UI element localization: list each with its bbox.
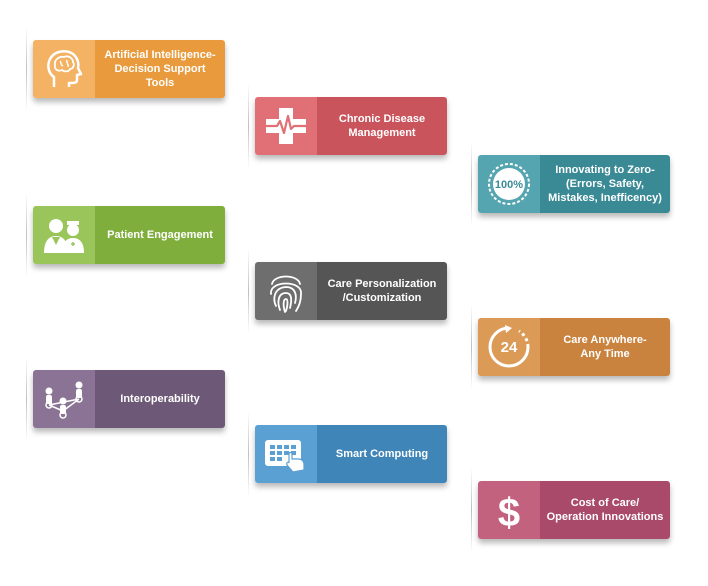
doctor-nurse-icon [44,219,84,253]
clock-text: 24 [501,339,518,356]
card-icon-box [255,425,317,483]
card-icon-box: 100% [478,155,540,213]
card-ai-decision-support: Artificial Intelligence- Decision Suppor… [26,26,231,112]
card-label: Cost of Care/ Operation Innovations [540,481,670,539]
dollar-icon: $ [498,491,520,534]
card-icon-box: 24 [478,318,540,376]
card-chronic-disease: Chronic Disease Management [248,83,453,169]
card-label: Innovating to Zero- (Errors, Safety, Mis… [540,155,670,213]
card-icon-box [255,262,317,320]
clock-24-icon: 24 [488,325,530,368]
card-label: Patient Engagement [95,206,225,264]
card-icon-box [255,97,317,155]
card-label: Care Anywhere- Any Time [540,318,670,376]
fingerprint-icon [270,275,302,313]
card-icon-box [33,370,95,428]
badge-text: 100% [495,179,523,191]
card-cost-of-care: $ Cost of Care/ Operation Innovations [471,467,676,553]
card-innovating-to-zero: 100% Innovating to Zero- (Errors, Safety… [471,141,676,227]
heartbeat-cross-icon [266,108,306,144]
brain-head-icon [47,50,83,87]
card-label: Interoperability [95,370,225,428]
card-label: Artificial Intelligence- Decision Suppor… [95,40,225,98]
card-smart-computing: Smart Computing [248,411,453,497]
card-icon-box [33,206,95,264]
card-care-anywhere: 24 Care Anywhere- Any Time [471,304,676,390]
card-icon-box [33,40,95,98]
dollar-text: $ [498,491,520,534]
card-label: Smart Computing [317,425,447,483]
card-patient-engagement: Patient Engagement [26,192,231,278]
hundred-percent-badge-icon: 100% [488,163,530,205]
card-icon-box: $ [478,481,540,539]
card-label: Chronic Disease Management [317,97,447,155]
card-care-personalization: Care Personalization /Customization [248,248,453,334]
tablet-touch-icon [265,440,305,473]
people-network-icon [45,381,83,419]
card-interoperability: Interoperability [26,356,231,442]
card-label: Care Personalization /Customization [317,262,447,320]
